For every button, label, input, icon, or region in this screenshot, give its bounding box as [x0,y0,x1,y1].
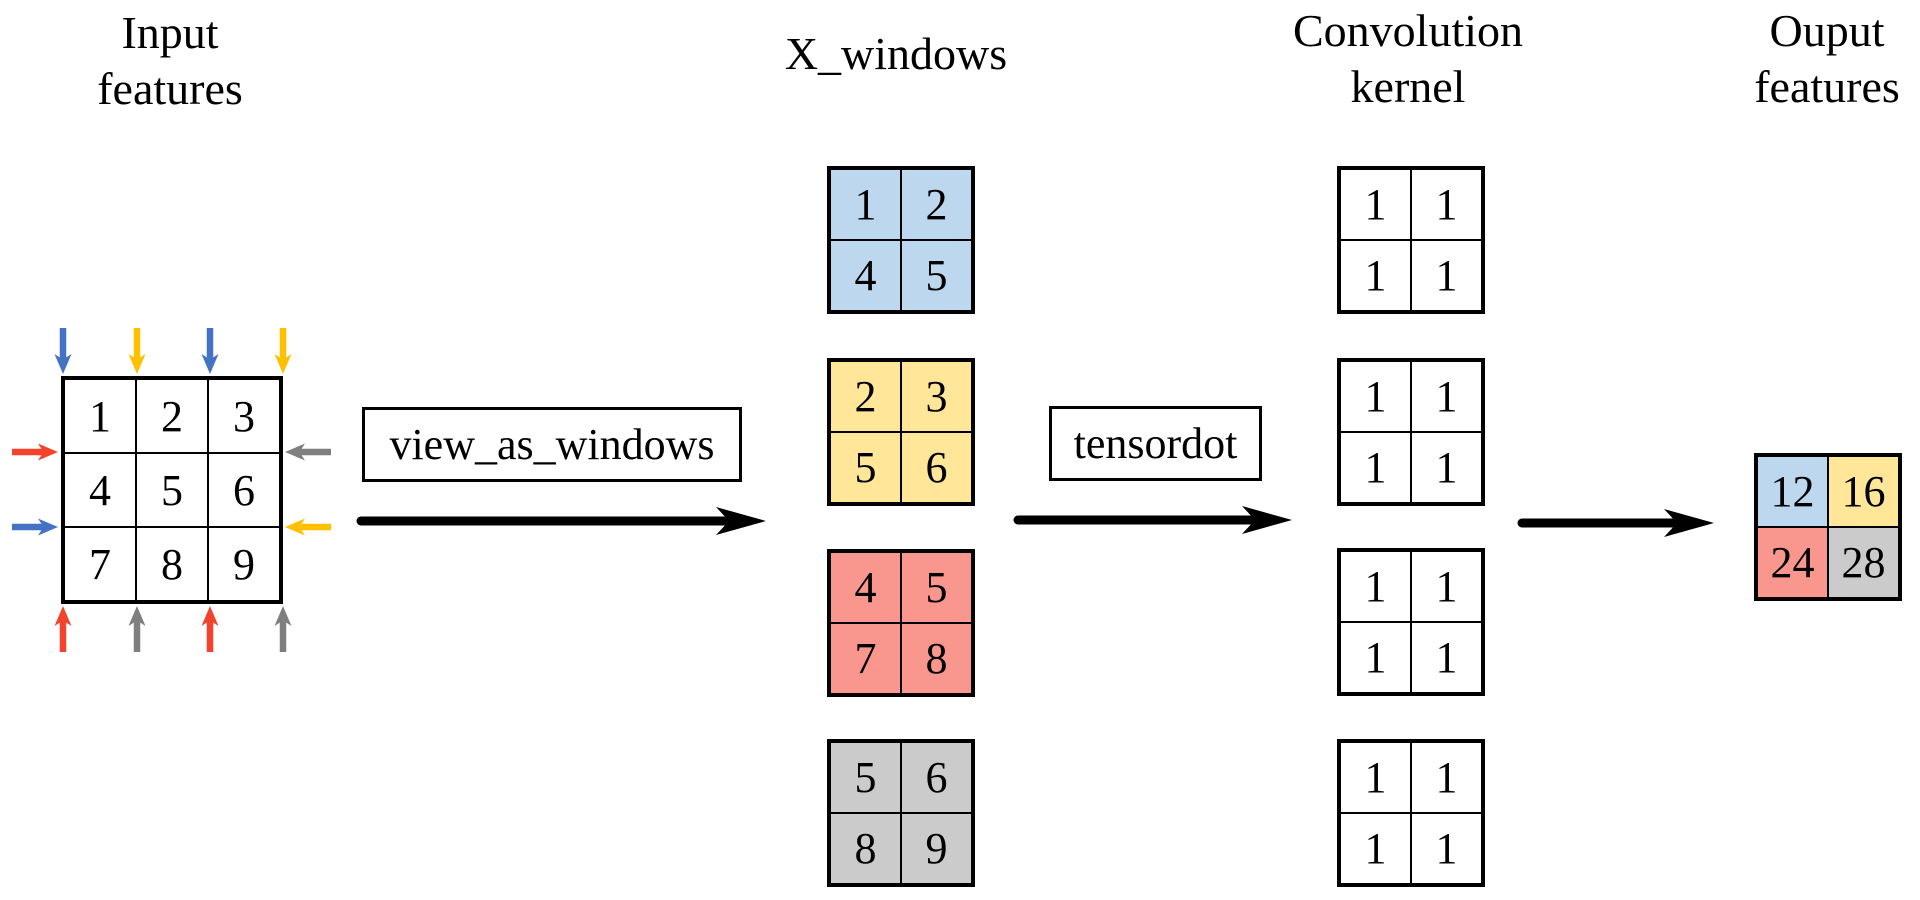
kernel-1-cell: 1 [1340,240,1411,311]
kernel-4-cell: 1 [1411,813,1482,884]
kernel-grid-2: 1 1 1 1 [1337,358,1485,506]
x-window-3-cell: 4 [830,552,901,623]
x-window-4-cell: 6 [901,742,972,813]
input-right-arrow-1-left-icon [285,443,331,461]
tensordot-box: tensordot [1049,406,1262,481]
input-cell-1: 1 [64,379,136,453]
kernel-3-cell: 1 [1411,551,1482,622]
x-window-2-cell: 3 [901,361,972,432]
kernel-3-cell: 1 [1411,622,1482,693]
input-left-arrow-1-right-icon [12,443,58,461]
kernel-2-cell: 1 [1340,361,1411,432]
input-top-arrow-2-down-icon [128,328,146,374]
tensordot-arrow-icon [1013,506,1292,534]
input-bottom-arrow-3-up-icon [201,606,219,652]
input-cell-5: 5 [136,453,208,527]
view-as-windows-box: view_as_windows [362,407,742,482]
input-features-title: Input features [20,5,320,117]
output-cell-4: 28 [1828,527,1899,598]
x-window-grid-2: 2 3 5 6 [827,358,975,506]
input-cell-2: 2 [136,379,208,453]
output-cell-3: 24 [1757,527,1828,598]
kernel-3-cell: 1 [1340,551,1411,622]
x-window-4-cell: 8 [830,813,901,884]
tensordot-label: tensordot [1073,419,1238,468]
x-window-grid-1: 1 2 4 5 [827,166,975,314]
input-cell-9: 9 [208,527,280,601]
input-cell-7: 7 [64,527,136,601]
input-grid: 1 2 3 4 5 6 7 8 9 [61,376,283,604]
input-bottom-arrow-4-up-icon [274,606,292,652]
kernel-1-cell: 1 [1411,169,1482,240]
x-window-2-cell: 2 [830,361,901,432]
x-window-4-cell: 5 [830,742,901,813]
x-window-grid-4: 5 6 8 9 [827,739,975,887]
input-right-arrow-2-left-icon [285,518,331,536]
output-arrow-icon [1517,509,1714,537]
input-cell-8: 8 [136,527,208,601]
x-window-1-cell: 4 [830,240,901,311]
x-windows-title: X_windows [746,26,1046,82]
output-features-title: Ouput features [1677,3,1920,115]
input-cell-4: 4 [64,453,136,527]
x-window-1-cell: 1 [830,169,901,240]
input-bottom-arrow-1-up-icon [54,606,72,652]
kernel-2-cell: 1 [1340,432,1411,503]
x-window-grid-3: 4 5 7 8 [827,549,975,697]
view-as-windows-label: view_as_windows [389,420,715,469]
kernel-1-cell: 1 [1340,169,1411,240]
x-window-4-cell: 9 [901,813,972,884]
input-top-arrow-3-down-icon [201,328,219,374]
output-cell-1: 12 [1757,456,1828,527]
output-grid: 12 16 24 28 [1754,453,1902,601]
input-top-arrow-1-down-icon [54,328,72,374]
kernel-4-cell: 1 [1340,742,1411,813]
x-windows-title-text: X_windows [784,28,1008,79]
x-window-3-cell: 7 [830,623,901,694]
kernel-1-cell: 1 [1411,240,1482,311]
x-window-3-cell: 8 [901,623,972,694]
convolution-kernel-title: Convolution kernel [1258,3,1558,115]
input-left-arrow-2-right-icon [12,518,58,536]
x-window-3-cell: 5 [901,552,972,623]
x-window-2-cell: 5 [830,432,901,503]
input-title-line2: features [97,63,243,115]
view-as-windows-arrow-icon [356,507,766,535]
kernel-2-cell: 1 [1411,432,1482,503]
input-cell-6: 6 [208,453,280,527]
output-cell-2: 16 [1828,456,1899,527]
kernel-grid-3: 1 1 1 1 [1337,548,1485,696]
kernel-4-cell: 1 [1340,813,1411,884]
x-window-1-cell: 2 [901,169,972,240]
kernel-3-cell: 1 [1340,622,1411,693]
x-window-2-cell: 6 [901,432,972,503]
input-bottom-arrow-2-up-icon [128,606,146,652]
kernel-title-line2: kernel [1350,61,1466,113]
kernel-grid-4: 1 1 1 1 [1337,739,1485,887]
kernel-title-line1: Convolution [1292,5,1524,56]
kernel-4-cell: 1 [1411,742,1482,813]
output-title-line2: features [1754,61,1900,113]
kernel-2-cell: 1 [1411,361,1482,432]
input-top-arrow-4-down-icon [274,328,292,374]
input-title-line1: Input [121,7,219,58]
output-title-line1: Ouput [1769,5,1885,56]
kernel-grid-1: 1 1 1 1 [1337,166,1485,314]
x-window-1-cell: 5 [901,240,972,311]
input-cell-3: 3 [208,379,280,453]
